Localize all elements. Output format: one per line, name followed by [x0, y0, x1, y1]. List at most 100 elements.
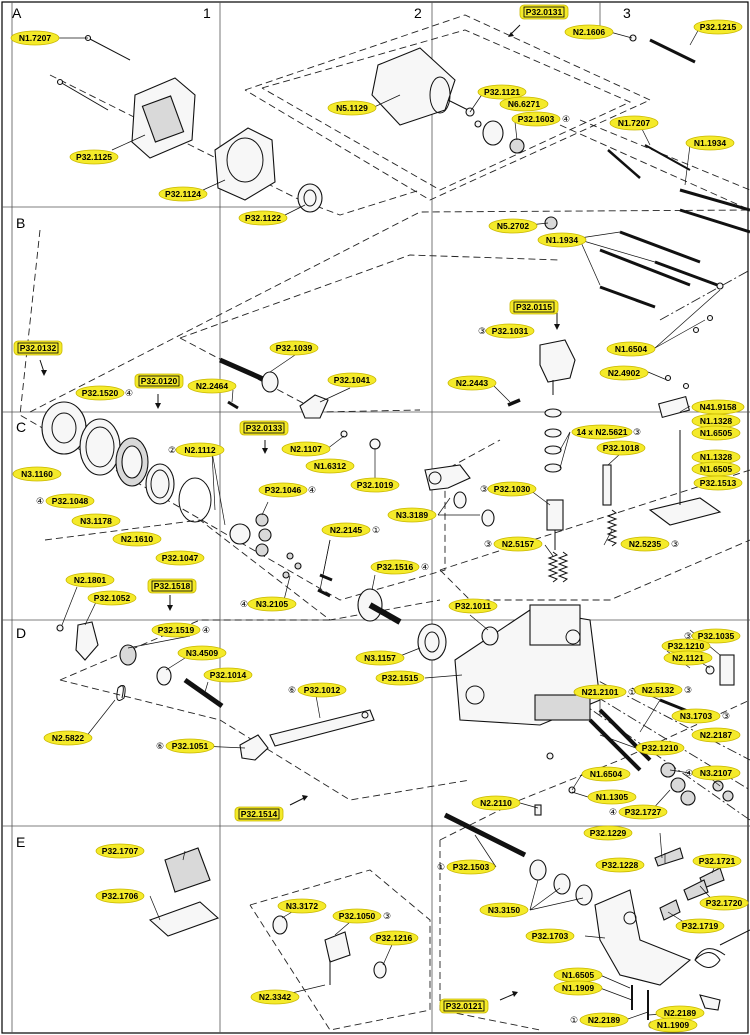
callout-c52[interactable]: P32.1014 [203, 667, 253, 683]
callout-c87[interactable]: N1.1909 [553, 980, 603, 996]
callout-c62[interactable]: P32.1051 [165, 738, 215, 754]
callout-c86[interactable]: N1.6505 [553, 967, 603, 983]
callout-c26[interactable]: N2.4902 [599, 365, 649, 381]
callout-c76[interactable]: P32.1228 [595, 857, 645, 873]
ring-p32-1048 [79, 418, 121, 476]
group-tag-p32-0133[interactable]: P32.0133 [239, 420, 289, 436]
callout-c88[interactable]: N2.2189 [579, 1012, 629, 1028]
callout-c21[interactable]: P32.1019 [350, 477, 400, 493]
callout-c24[interactable]: N2.2443 [447, 375, 497, 391]
callout-c33[interactable]: N3.1160 [12, 466, 62, 482]
callout-c14[interactable]: N1.1934 [537, 232, 587, 248]
callout-c43[interactable]: N2.5157 [493, 536, 543, 552]
callout-c31[interactable]: N1.6505 [691, 461, 741, 477]
callout-c67[interactable]: N1.6504 [581, 766, 631, 782]
callout-c05[interactable]: N5.1129 [327, 100, 377, 116]
callout-c07[interactable]: N6.6271 [499, 96, 549, 112]
callout-c25[interactable]: N1.6504 [606, 341, 656, 357]
group-tag-p32-0131[interactable]: P32.0131 [519, 4, 569, 20]
callout-c44[interactable]: N2.5235 [620, 536, 670, 552]
callout-c90[interactable]: N1.1909 [648, 1017, 698, 1033]
callout-label: P32.1048 [52, 496, 89, 506]
callout-c48[interactable]: N2.1801 [65, 572, 115, 588]
group-tag-p32-1518[interactable]: P32.1518 [147, 578, 197, 594]
group-tag-p32-0120[interactable]: P32.0120 [134, 373, 184, 389]
callout-c38[interactable]: P32.1046 [258, 482, 308, 498]
callout-label: P32.1124 [165, 189, 201, 199]
callout-c37[interactable]: P32.1047 [155, 550, 205, 566]
callout-c59[interactable]: N2.5132 [633, 682, 683, 698]
callout-c10[interactable]: P32.1215 [693, 19, 743, 35]
callout-label: N1.6504 [615, 344, 647, 354]
callout-c36[interactable]: N2.1610 [112, 531, 162, 547]
callout-c47[interactable]: P32.1516 [370, 559, 420, 575]
callout-c73[interactable]: P32.1707 [95, 843, 145, 859]
callout-c82[interactable]: N3.3172 [277, 898, 327, 914]
callout-c17[interactable]: N2.2464 [187, 378, 237, 394]
group-tag-p32-0121[interactable]: P32.0121 [439, 998, 489, 1014]
callout-c34[interactable]: P32.1048 [45, 493, 95, 509]
callout-c01[interactable]: N1.7207 [10, 30, 60, 46]
callout-c45[interactable]: N2.2145 [321, 522, 371, 538]
callout-c29[interactable]: N1.6505 [691, 425, 741, 441]
callout-c41[interactable]: 14 x N2.5621 [571, 424, 633, 440]
callout-c81[interactable]: P32.1703 [525, 928, 575, 944]
callout-c54[interactable]: N3.1157 [355, 650, 405, 666]
callout-c06[interactable]: P32.1121 [477, 84, 527, 100]
callout-c77[interactable]: P32.1721 [692, 853, 742, 869]
callout-c27[interactable]: N41.9158 [691, 399, 745, 415]
callout-c22[interactable]: N2.1112 [175, 442, 225, 458]
callout-c56[interactable]: P32.1035 [691, 628, 741, 644]
callout-c60[interactable]: N3.1703 [671, 708, 721, 724]
callout-c02[interactable]: P32.1125 [69, 149, 119, 165]
callout-label: N1.1934 [546, 235, 578, 245]
callout-c46[interactable]: N3.2105 [247, 596, 297, 612]
callout-c16[interactable]: P32.1520 [75, 385, 125, 401]
callout-c09[interactable]: N2.1606 [564, 24, 614, 40]
callout-c66[interactable]: P32.1210 [635, 740, 685, 756]
callout-c15[interactable]: P32.1039 [269, 340, 319, 356]
callout-c70[interactable]: N2.2110 [471, 795, 521, 811]
callout-c58[interactable]: N2.1121 [663, 650, 713, 666]
group-tag-p32-1514[interactable]: P32.1514 [234, 806, 284, 822]
callout-c42[interactable]: P32.1018 [596, 440, 646, 456]
callout-c12[interactable]: N1.1934 [685, 135, 735, 151]
callout-c68[interactable]: N3.2107 [691, 765, 741, 781]
callout-c03[interactable]: P32.1124 [158, 186, 208, 202]
callout-c32[interactable]: P32.1513 [693, 475, 743, 491]
callout-c50[interactable]: P32.1519 [151, 622, 201, 638]
callout-c61[interactable]: N2.5822 [43, 730, 93, 746]
callout-c04[interactable]: P32.1122 [238, 210, 288, 226]
group-tag-p32-0115[interactable]: P32.0115 [509, 299, 559, 315]
callout-c23[interactable]: P32.1031 [485, 323, 535, 339]
callout-c40[interactable]: P32.1030 [487, 481, 537, 497]
callout-c20[interactable]: N1.6312 [305, 458, 355, 474]
callout-c13[interactable]: N5.2702 [488, 218, 538, 234]
callout-c80[interactable]: P32.1719 [675, 918, 725, 934]
callout-c53[interactable]: P32.1011 [448, 598, 498, 614]
callout-c84[interactable]: P32.1216 [369, 930, 419, 946]
callout-c19[interactable]: N2.1107 [281, 441, 331, 457]
callout-c11[interactable]: N1.7207 [609, 115, 659, 131]
group-tag-p32-0132[interactable]: P32.0132 [13, 340, 63, 356]
callout-c51[interactable]: N3.4509 [177, 645, 227, 661]
callout-c85[interactable]: N2.3342 [250, 989, 300, 1005]
callout-c64[interactable]: N21.2101 [573, 684, 627, 700]
callout-c78[interactable]: P32.1720 [699, 895, 749, 911]
callout-c63[interactable]: P32.1012 [297, 682, 347, 698]
callout-c69[interactable]: N1.1305 [587, 789, 637, 805]
callout-c74[interactable]: P32.1706 [95, 888, 145, 904]
callout-c79[interactable]: N3.3150 [479, 902, 529, 918]
callout-c71[interactable]: P32.1727 [618, 804, 668, 820]
callout-c83[interactable]: P32.1050 [332, 908, 382, 924]
callout-c39[interactable]: N3.3189 [387, 507, 437, 523]
callout-c65[interactable]: N2.2187 [691, 727, 741, 743]
callout-c49[interactable]: P32.1052 [87, 590, 137, 606]
callout-c35[interactable]: N3.1178 [71, 513, 121, 529]
callout-c75[interactable]: P32.1503 [446, 859, 496, 875]
callout-c72[interactable]: P32.1229 [583, 825, 633, 841]
callout-c18[interactable]: P32.1041 [327, 372, 377, 388]
callout-c08[interactable]: P32.1603 [511, 111, 561, 127]
callout-c55[interactable]: P32.1515 [375, 670, 425, 686]
lever-assembly-d1 [56, 621, 99, 661]
